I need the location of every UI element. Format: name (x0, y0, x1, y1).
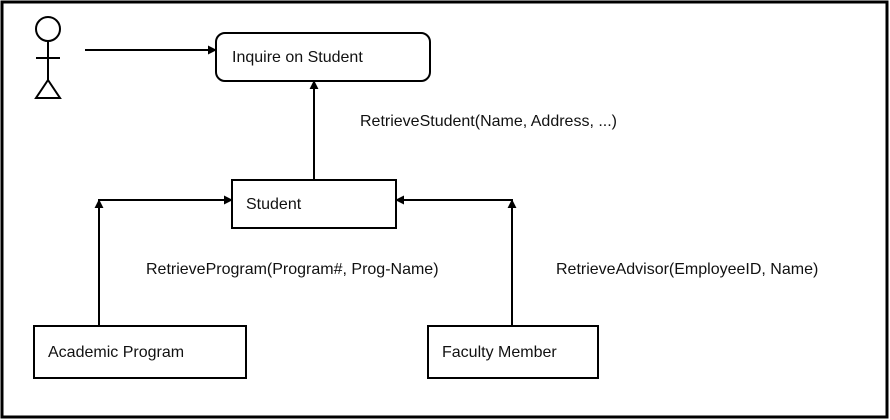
stick-figure-icon (34, 16, 62, 99)
faculty-member-box (427, 325, 599, 379)
student-box (231, 179, 397, 229)
student-label: Student (246, 196, 302, 213)
retrieve-advisor-message: RetrieveAdvisor(EmployeeID, Name) (556, 261, 818, 278)
retrieve-student-message: RetrieveStudent(Name, Address, ...) (360, 113, 617, 130)
academic-program-label: Academic Program (48, 344, 184, 361)
inquire-on-student-box (215, 32, 431, 82)
faculty-member-label: Faculty Member (442, 344, 557, 361)
inquire-on-student-label: Inquire on Student (232, 49, 363, 66)
academic-program-box (33, 325, 247, 379)
retrieve-program-message: RetrieveProgram(Program#, Prog-Name) (146, 261, 439, 278)
